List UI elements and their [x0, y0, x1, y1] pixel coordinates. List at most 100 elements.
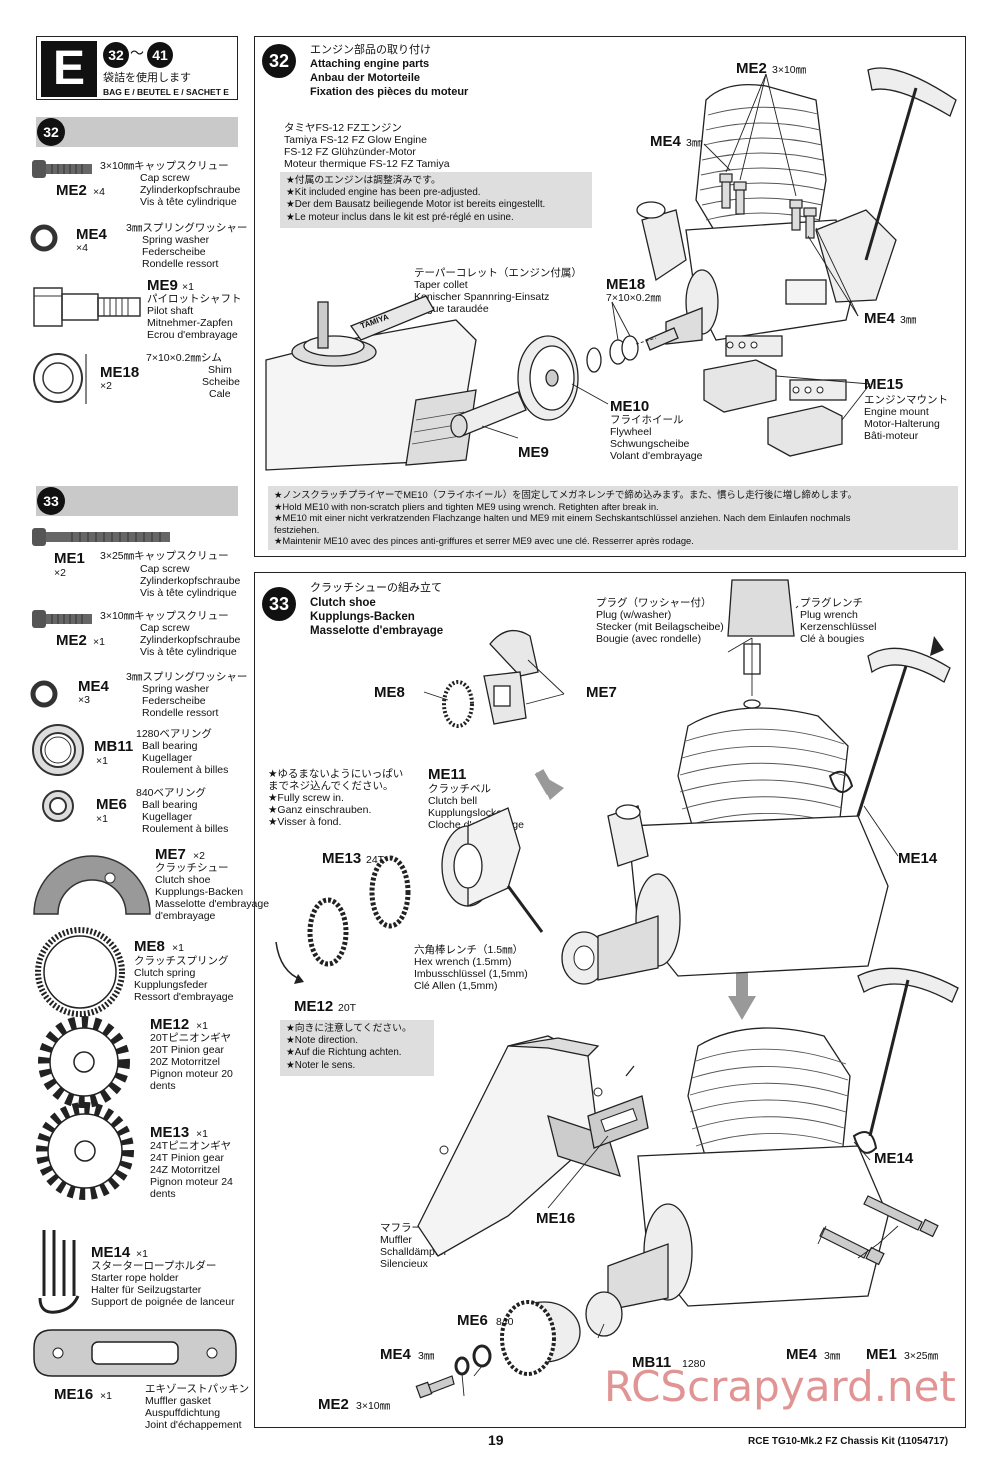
label-me4a-size: 3㎜: [418, 1350, 435, 1362]
plugwrench-de: Kerzenschlüssel: [800, 621, 877, 633]
clutch-spring-icon: [35, 927, 125, 1017]
part-code: ME9: [147, 277, 178, 294]
pilot-shaft-icon: [33, 287, 141, 327]
bag-header: E 32 ～ 41 袋詰を使用します BAG E / BEUTEL E / SA…: [36, 36, 238, 100]
part-l1: 20Tピニオンギヤ: [150, 1032, 232, 1044]
part-l3: Kugellager: [142, 752, 193, 764]
label-me4b-size: 3㎜: [900, 314, 917, 326]
hex-de: Imbusschlüssel (1,5mm): [414, 968, 528, 980]
engine-jp: タミヤFS-12 FZエンジン: [284, 122, 402, 134]
part-l3: Zylinderkopfschraube: [140, 575, 241, 587]
part-l4: Vis à tête cylindrique: [140, 587, 237, 599]
part-code: ME8: [134, 938, 165, 955]
part-l4: Vis à tête cylindrique: [140, 196, 237, 208]
step33-bar: [36, 486, 238, 516]
screw-note-2: までネジ込んでください。: [268, 780, 394, 792]
part-l1: 3㎜スプリングワッシャー: [126, 222, 248, 234]
label-me12: ME12: [294, 998, 334, 1015]
me11-de: Kupplungslocke: [428, 807, 503, 819]
cap-screw-icon: [32, 160, 92, 178]
part-l4: Pignon moteur 24: [150, 1176, 233, 1188]
label-me10-en: Flywheel: [610, 426, 652, 438]
ball-bearing-large-icon: [32, 724, 84, 776]
part-l2: Clutch shoe: [155, 874, 211, 886]
part-l2: 20T Pinion gear: [150, 1044, 224, 1056]
part-qty: ×2: [100, 380, 112, 392]
me11-en: Clutch bell: [428, 795, 478, 807]
part-l4: Ecrou d'embrayage: [147, 329, 238, 341]
label-mb11: MB11: [632, 1354, 672, 1371]
label-me2-size: 3×10㎜: [772, 64, 807, 76]
part-l3: Kugellager: [142, 811, 193, 823]
screw-note-4: ★Ganz einschrauben.: [268, 804, 372, 816]
step32-badge: 32: [37, 118, 65, 146]
pinion-gear-20t-icon: [38, 1016, 130, 1108]
bag-jp: 袋詰を使用します: [103, 72, 191, 84]
screw-note-3: ★Fully screw in.: [268, 792, 344, 804]
part-l1: 840ベアリング: [136, 787, 207, 799]
panel32-title-en: Attaching engine parts: [310, 58, 430, 70]
tighten-note: ★ノンスクラッチプライヤーでME10（フライホイール）を固定してメガネレンチで締…: [268, 486, 958, 550]
direction-note: ★向きに注意してください。 ★Note direction. ★Auf die …: [280, 1020, 434, 1076]
label-me15-de: Motor-Halterung: [864, 418, 940, 430]
part-l3: Federscheibe: [142, 246, 206, 258]
part-qty: ×4: [93, 186, 105, 198]
part-l1: 3×25㎜キャップスクリュー: [100, 550, 229, 562]
manual-title: RCE TG10-Mk.2 FZ Chassis Kit (11054717): [748, 1436, 949, 1447]
part-l3: Kupplungsfeder: [134, 979, 208, 991]
collet-fr: Bague taraudée: [414, 303, 489, 315]
part-l2: Clutch spring: [134, 967, 196, 979]
part-l3: Kupplungs-Backen: [155, 886, 244, 898]
part-l1: スターターロープホルダー: [91, 1260, 217, 1272]
hex-en: Hex wrench (1.5mm): [414, 956, 512, 968]
plugwrench-jp: プラグレンチ: [800, 597, 863, 609]
hex-fr: Clé Allen (1,5mm): [414, 980, 498, 992]
step32-panel: [254, 36, 966, 557]
part-l2: Spring washer: [142, 683, 210, 695]
part-l1: クラッチシュー: [155, 862, 229, 874]
part-code: ME13: [150, 1124, 190, 1141]
bag-multi: BAG E / BEUTEL E / SACHET E: [103, 87, 229, 97]
part-code: ME4: [76, 226, 107, 243]
part-l1: 7×10×0.2㎜シム: [146, 352, 222, 364]
label-me16: ME16: [536, 1210, 576, 1227]
collet-jp: テーパーコレット（エンジン付属）: [414, 267, 582, 279]
part-l3: Mitnehmer-Zapfen: [147, 317, 233, 329]
part-l3: Zylinderkopfschraube: [140, 634, 241, 646]
cap-screw-icon: [32, 610, 92, 628]
label-me10-jp: フライホイール: [610, 414, 684, 426]
spring-washer-icon: [30, 680, 58, 708]
part-l3: Halter für Seilzugstarter: [91, 1284, 202, 1296]
part-l2: Cap screw: [140, 563, 190, 575]
part-l1: エキゾーストパッキン: [145, 1383, 250, 1395]
part-l3: Scheibe: [202, 376, 240, 388]
panel33-title-fr: Masselotte d'embrayage: [310, 625, 444, 637]
part-l4: Vis à tête cylindrique: [140, 646, 237, 658]
preadjusted-note: ★付属のエンジンは調整済みです。 ★Kit included engine ha…: [280, 172, 592, 228]
label-me10: ME10: [610, 398, 650, 415]
part-l2: Muffler gasket: [145, 1395, 211, 1407]
part-l3: Zylinderkopfschraube: [140, 184, 241, 196]
shim-icon: [33, 353, 87, 404]
part-code: ME4: [78, 678, 109, 695]
label-mb11-n: 1280: [682, 1358, 706, 1370]
label-me12-t: 20T: [338, 1002, 357, 1014]
ball-bearing-small-icon: [42, 790, 74, 822]
plug-fr: Bougie (avec rondelle): [596, 633, 702, 645]
part-code: ME12: [150, 1016, 190, 1033]
label-me18: ME18: [606, 276, 646, 293]
screw-note-5: ★Visser à fond.: [268, 816, 342, 828]
panel32-title-de: Anbau der Motorteile: [310, 72, 421, 84]
part-qty: ×2: [193, 850, 205, 862]
step33-badge: 33: [37, 487, 65, 515]
long-cap-screw-icon: [32, 528, 170, 546]
part-code: ME6: [96, 796, 127, 813]
label-me1-size: 3×25㎜: [904, 1350, 939, 1362]
hex-jp: 六角棒レンチ（1.5㎜）: [414, 944, 524, 956]
part-l1: クラッチスプリング: [134, 955, 229, 967]
panel32-title-fr: Fixation des pièces du moteur: [310, 86, 469, 98]
label-me2-size: 3×10㎜: [356, 1400, 391, 1412]
part-qty: ×1: [93, 636, 105, 648]
label-me11: ME11: [428, 766, 467, 783]
part-l4: Rondelle ressort: [142, 707, 219, 719]
